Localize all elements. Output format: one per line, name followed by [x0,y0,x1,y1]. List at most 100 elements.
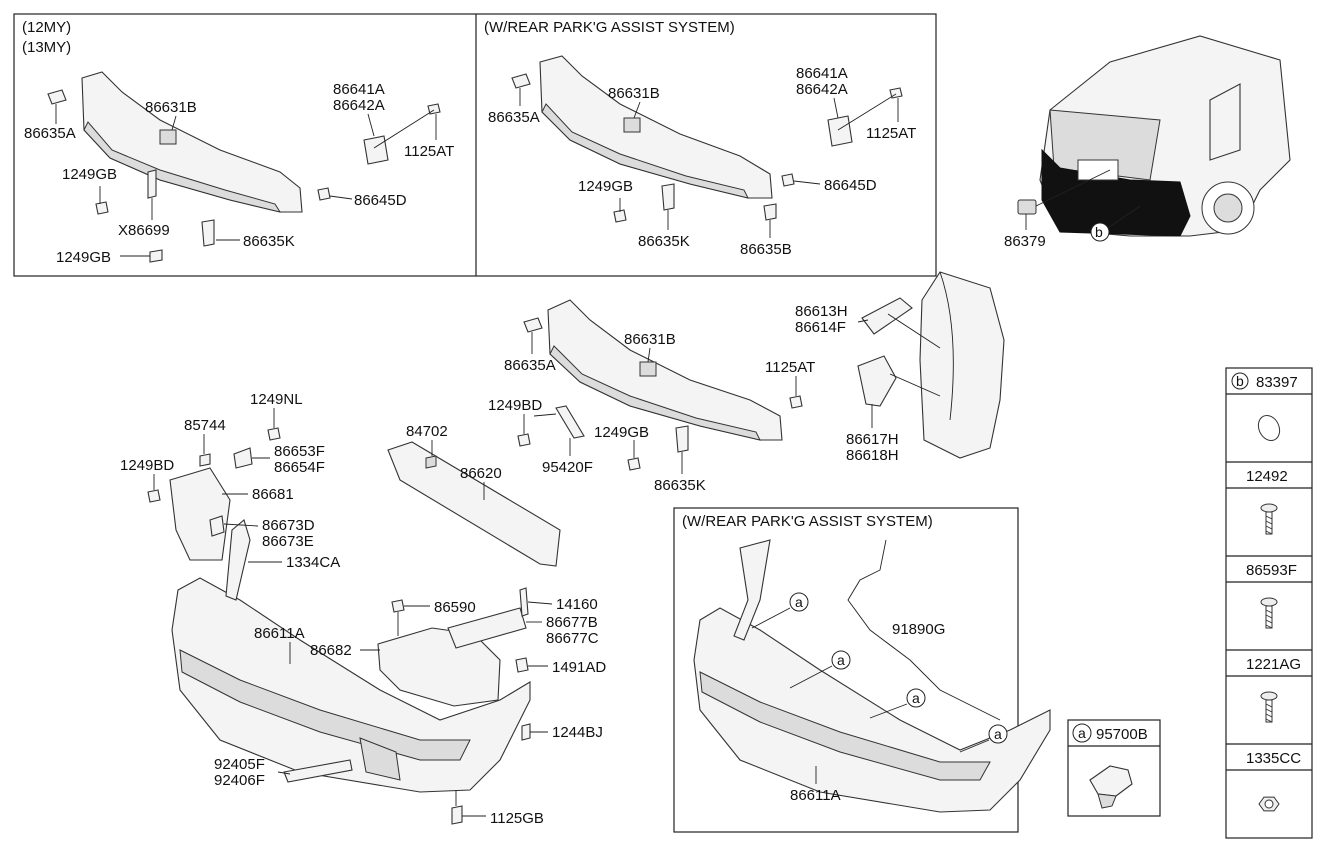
svg-text:b: b [1095,224,1103,240]
bracket-86681 [169,467,231,561]
label-1125at: 1125AT [404,143,454,160]
label-86645d-tm: 86645D [824,177,877,194]
panel-header-park-assist-bottom: (W/REAR PARK'G ASSIST SYSTEM) [682,513,933,530]
screw-1125gb [451,805,463,825]
screw-icon [1260,597,1278,629]
callout-a-3: a [906,688,926,708]
label-1249gb-2: 1249GB [56,249,111,266]
label-1249nl: 1249NL [250,391,303,408]
bracket-86677b [447,607,527,649]
label-1125gb: 1125GB [490,810,544,827]
bracket-86635a-tl [47,89,67,105]
label-86635k: 86635K [243,233,295,250]
label-86677c: 86677C [546,630,599,647]
clip-86590 [391,599,405,613]
clip-86645d-tm [781,173,795,187]
bracket-86635a-m [523,317,543,333]
bolt-1249gb-tm [613,209,627,223]
svg-text:a: a [994,726,1002,742]
inset-95700b [1067,719,1161,817]
label-95700b: 95700B [1096,726,1148,743]
label-1491ad: 1491AD [552,659,606,676]
label-1249bd-b: 1249BD [120,457,174,474]
label-86642a-tm: 86642A [796,81,848,98]
callout-a-1: a [789,592,809,612]
svg-text:a: a [837,652,845,668]
label-86635a-tm: 86635A [488,109,540,126]
oval-pad-icon [1257,414,1281,442]
label-85744: 85744 [184,417,226,434]
label-86614f: 86614F [795,319,846,336]
label-86620: 86620 [460,465,502,482]
label-86613h: 86613H [795,303,848,320]
label-84702: 84702 [406,423,448,440]
bracket-86635k-tl [201,219,215,247]
callout-letter: b [1236,373,1244,389]
bracket-86673d [209,515,225,537]
leaders-m [431,319,873,500]
label-86681: 86681 [252,486,294,503]
rear-beam-12my [81,71,303,213]
legend-code: 83397 [1256,374,1298,391]
screw-14160 [519,587,529,617]
screw-icon [1260,691,1278,723]
legend-cell: 86593F [1226,555,1312,629]
label-86677b: 86677B [546,614,598,631]
vehicle-rear-view [1039,35,1291,237]
panel-header-13my: (13MY) [22,39,71,56]
label-91890g: 91890G [892,621,945,638]
bracket-86635k-tm [661,183,675,211]
leaders-tl [55,104,437,257]
label-86631b-tm: 86631B [608,85,660,102]
bolt-1125at-m [789,395,803,409]
reflector-92405f [283,759,353,783]
bracket-86635a-tm [511,73,531,89]
label-86642a: 86642A [333,97,385,114]
nut-1491ad [515,657,529,673]
label-1334ca: 1334CA [286,554,340,571]
leaders-tm [519,88,899,238]
legend-cell: 1221AG [1226,649,1312,723]
panel-header-12my: (12MY) [22,19,71,36]
label-86641a: 86641A [333,81,385,98]
legend-code: 1221AG [1246,656,1301,673]
bracket-86635k-m [675,425,689,453]
pad-86379 [1017,199,1037,215]
label-86635b-tm: 86635B [740,241,792,258]
label-1125at-tm: 1125AT [866,125,916,142]
label-86617h: 86617H [846,431,899,448]
label-86635a-m: 86635A [504,357,556,374]
label-92406f: 92406F [214,772,265,789]
label-86673d: 86673D [262,517,315,534]
clip-85744 [199,453,211,467]
bracket-86682 [377,627,501,707]
label-86641a-tm: 86641A [796,65,848,82]
callout-a-4: a [988,724,1008,744]
label-86682: 86682 [310,642,352,659]
bracket-86641a-tl [363,135,389,165]
label-1249bd-m: 1249BD [488,397,542,414]
wiring-91890g [847,539,1001,721]
legend-cell: 1335CC [1226,743,1312,812]
bracket-86641a-tm [827,115,853,147]
label-86635k-m: 86635K [654,477,706,494]
legend-cell: b 83397 [1226,372,1312,442]
leaders-b [153,408,553,817]
label-86590: 86590 [434,599,476,616]
legend-code: 86593F [1246,562,1297,579]
label-86631b: 86631B [145,99,197,116]
bracket-95420f [555,405,585,439]
label-86654f: 86654F [274,459,325,476]
label-86653f: 86653F [274,443,325,460]
absorber-86620 [387,441,561,567]
leaders-br [751,607,990,753]
label-92405f: 92405F [214,756,265,773]
callout-a-inset: a [1072,723,1092,743]
label-1244bj: 1244BJ [552,724,603,741]
label-x86699: X86699 [118,222,170,239]
bolt-1249gb-tl-2 [149,249,163,263]
label-86618h: 86618H [846,447,899,464]
bracket-86635b [763,203,777,221]
